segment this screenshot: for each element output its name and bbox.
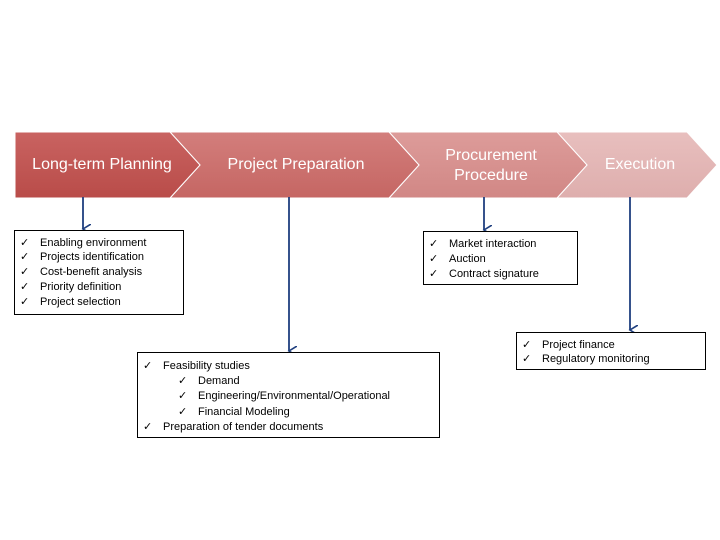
list-item-sub: ✓Demand — [178, 375, 240, 387]
checklist-box-preparation: ✓Feasibility studies ✓Demand ✓Engineerin… — [137, 352, 440, 438]
stage-label-preparation: Project Preparation — [227, 156, 365, 173]
checkmark-icon: ✓ — [20, 281, 30, 293]
list-item: ✓Cost-benefit analysis — [20, 266, 143, 278]
checkmark-icon: ✓ — [143, 360, 153, 372]
checkmark-icon: ✓ — [20, 237, 30, 249]
list-item: ✓Projects identification — [20, 251, 144, 263]
list-item-sub: ✓Engineering/Environmental/Operational — [178, 390, 391, 402]
list-item: ✓Project selection — [20, 296, 121, 308]
checkmark-icon: ✓ — [20, 251, 30, 263]
list-item: ✓Preparation of tender documents — [143, 421, 324, 433]
checkmark-icon: ✓ — [178, 375, 188, 387]
checkmark-icon: ✓ — [429, 238, 439, 250]
list-item: ✓Auction — [429, 253, 486, 265]
checklist-box-procurement: ✓Market interaction ✓Auction ✓Contract s… — [423, 231, 578, 285]
list-item: ✓Market interaction — [429, 238, 537, 250]
checklist-box-execution: ✓Project finance ✓Regulatory monitoring — [516, 332, 706, 370]
stage-label-procurement: Procurement Procedure — [445, 147, 537, 184]
list-item: ✓Enabling environment — [20, 237, 147, 249]
list-item-sub: ✓Financial Modeling — [178, 406, 290, 418]
list-item: ✓Priority definition — [20, 281, 122, 293]
checkmark-icon: ✓ — [429, 253, 439, 265]
checkmark-icon: ✓ — [20, 296, 30, 308]
list-item: ✓Feasibility studies — [143, 360, 250, 372]
checkmark-icon: ✓ — [20, 266, 30, 278]
checkmark-icon: ✓ — [522, 339, 532, 351]
checkmark-icon: ✓ — [178, 406, 188, 418]
checklist-box-planning: ✓Enabling environment ✓Projects identifi… — [14, 230, 184, 315]
checkmark-icon: ✓ — [143, 421, 153, 433]
stage-label-planning: Long-term Planning — [32, 156, 172, 173]
list-item: ✓Project finance — [522, 339, 615, 351]
stage-chevron-planning — [14, 131, 201, 199]
checkmark-icon: ✓ — [429, 268, 439, 280]
list-item: ✓Contract signature — [429, 268, 539, 280]
list-item: ✓Regulatory monitoring — [522, 353, 650, 365]
checkmark-icon: ✓ — [178, 390, 188, 402]
stage-label-execution: Execution — [604, 156, 676, 173]
checkmark-icon: ✓ — [522, 353, 532, 365]
